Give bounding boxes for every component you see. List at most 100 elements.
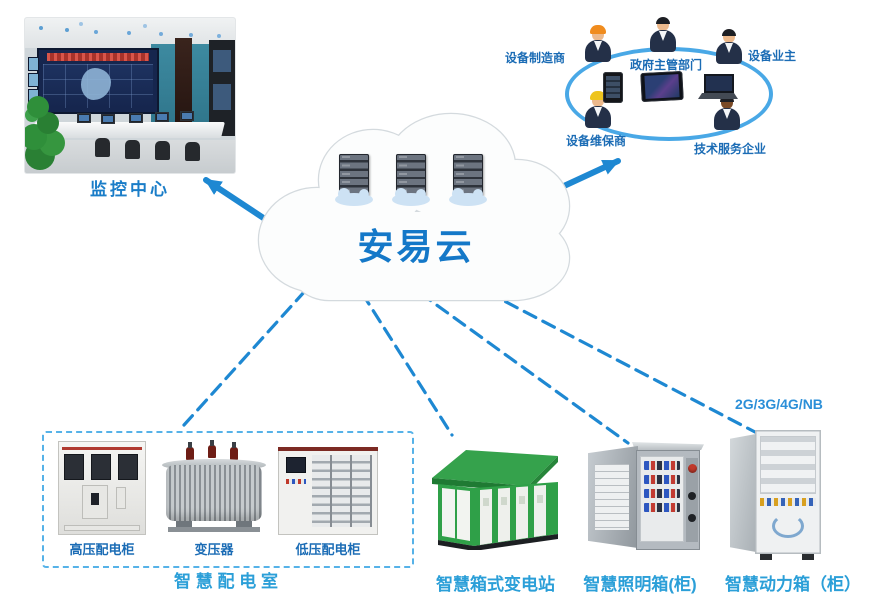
chair-icon: [95, 138, 110, 157]
console-desk: [31, 122, 225, 138]
person-shirt: [725, 43, 733, 53]
dashed-link-power-box: [485, 290, 757, 434]
cabinet-foot: [802, 554, 814, 560]
cabinet-foot: [760, 554, 772, 560]
laptop-screen: [704, 74, 734, 93]
cabinet-red-stripe: [62, 447, 142, 450]
transformer-photo: [158, 440, 270, 537]
lighting-box-label: 智慧照明箱(柜): [583, 575, 697, 594]
side-screen: [29, 74, 38, 86]
side-screen: [29, 58, 38, 70]
owner-person-icon: [714, 28, 744, 66]
lv-cabinet-photo: [278, 447, 378, 535]
hv-cabinet-label: 高压配电柜: [69, 542, 135, 557]
tablet-icon: [640, 70, 684, 103]
power-box-label: 智慧动力箱（柜）: [725, 575, 861, 594]
person-torso: [585, 40, 611, 62]
monitor-icon: [77, 113, 91, 123]
small-screen: [213, 84, 231, 110]
server-cloud-base: [335, 188, 373, 206]
transformer-label: 变压器: [194, 542, 234, 557]
smartphone-icon: [603, 72, 623, 103]
stakeholder-label-owner: 设备业主: [748, 49, 797, 63]
black-knob: [688, 514, 696, 522]
ceiling: [25, 18, 235, 48]
laptop-icon: [698, 74, 738, 100]
transformer-bushing: [186, 442, 194, 460]
person-torso: [716, 42, 742, 64]
breaker-row: [644, 475, 680, 484]
monitor-icon: [180, 111, 194, 121]
hv-cabinet-photo: [58, 441, 146, 535]
cabinet-body: [755, 430, 821, 554]
wiring-diagram-paper: [595, 464, 629, 530]
breaker-row: [644, 503, 680, 512]
cabinet-screen: [286, 457, 306, 473]
open-door: [588, 446, 638, 548]
ceiling-lights: [39, 26, 43, 30]
plant-icon: [27, 96, 49, 118]
power-cabinet-photo: [730, 430, 822, 560]
cable-loop: [772, 514, 804, 538]
cabinet-window: [91, 454, 111, 480]
monitor-icon: [129, 113, 143, 123]
server-cloud-base: [392, 188, 430, 206]
stakeholder-label-manufacturer: 设备制造商: [505, 51, 566, 65]
person-torso: [585, 106, 611, 128]
person-torso: [714, 108, 740, 130]
cabinet-control: [91, 493, 99, 505]
lighting-box-photo: [588, 438, 704, 560]
cabinet-window: [64, 454, 84, 480]
laptop-base: [698, 93, 738, 99]
transformer-rail: [168, 527, 260, 532]
person-hair: [656, 17, 670, 24]
network-tech-label: 2G/3G/4G/NB: [735, 396, 823, 412]
maintenance-person-icon: [583, 91, 613, 130]
red-banner: [47, 53, 149, 61]
video-wall: [39, 50, 157, 112]
government-person-icon: [648, 16, 678, 54]
cabinet-panel: [116, 487, 126, 509]
dashed-link-box-substation: [360, 291, 454, 437]
red-button: [688, 464, 697, 473]
manufacturer-person-icon: [583, 25, 613, 64]
distribution-room-label: 智 慧 配 电 室: [174, 572, 278, 591]
person-shirt: [594, 107, 602, 117]
dark-column: [175, 38, 192, 130]
monitor-icon: [155, 112, 169, 122]
cloud-title: 安易云: [357, 226, 475, 267]
side-panel: [686, 458, 698, 542]
transformer-foot: [236, 521, 252, 529]
person-shirt: [659, 31, 667, 41]
cabinet-buttons: [286, 479, 306, 484]
box-interior: [640, 456, 684, 542]
breaker-panel: [760, 436, 816, 494]
monitor-icon: [101, 114, 115, 124]
chair-icon: [185, 142, 200, 161]
monitoring-center-label: 监控中心: [90, 180, 170, 199]
dashed-link-lighting-box: [418, 291, 630, 445]
box-body: [636, 450, 700, 550]
person-torso: [650, 30, 676, 52]
cabinet-window: [118, 454, 138, 480]
right-screen-wall: [209, 40, 235, 136]
chair-icon: [125, 140, 140, 159]
chair-icon: [155, 141, 170, 160]
open-door: [730, 434, 756, 552]
box-substation-label: 智慧箱式变电站: [436, 575, 555, 594]
terminal-row: [760, 498, 816, 506]
cloud: 安易云: [255, 108, 577, 304]
breaker-row: [644, 461, 680, 470]
small-screen: [213, 50, 231, 72]
transformer-bushing: [208, 440, 216, 458]
stakeholder-label-maintenance: 设备维保商: [566, 134, 627, 148]
box-substation-shape: [432, 450, 558, 551]
server-icon: [449, 154, 487, 210]
breaker-grid: [312, 455, 372, 527]
transformer-foot: [176, 521, 192, 529]
server-icon: [392, 154, 430, 210]
transformer-bushing: [230, 442, 238, 460]
transformer-body: [166, 465, 262, 521]
hard-hat-icon: [590, 25, 606, 34]
